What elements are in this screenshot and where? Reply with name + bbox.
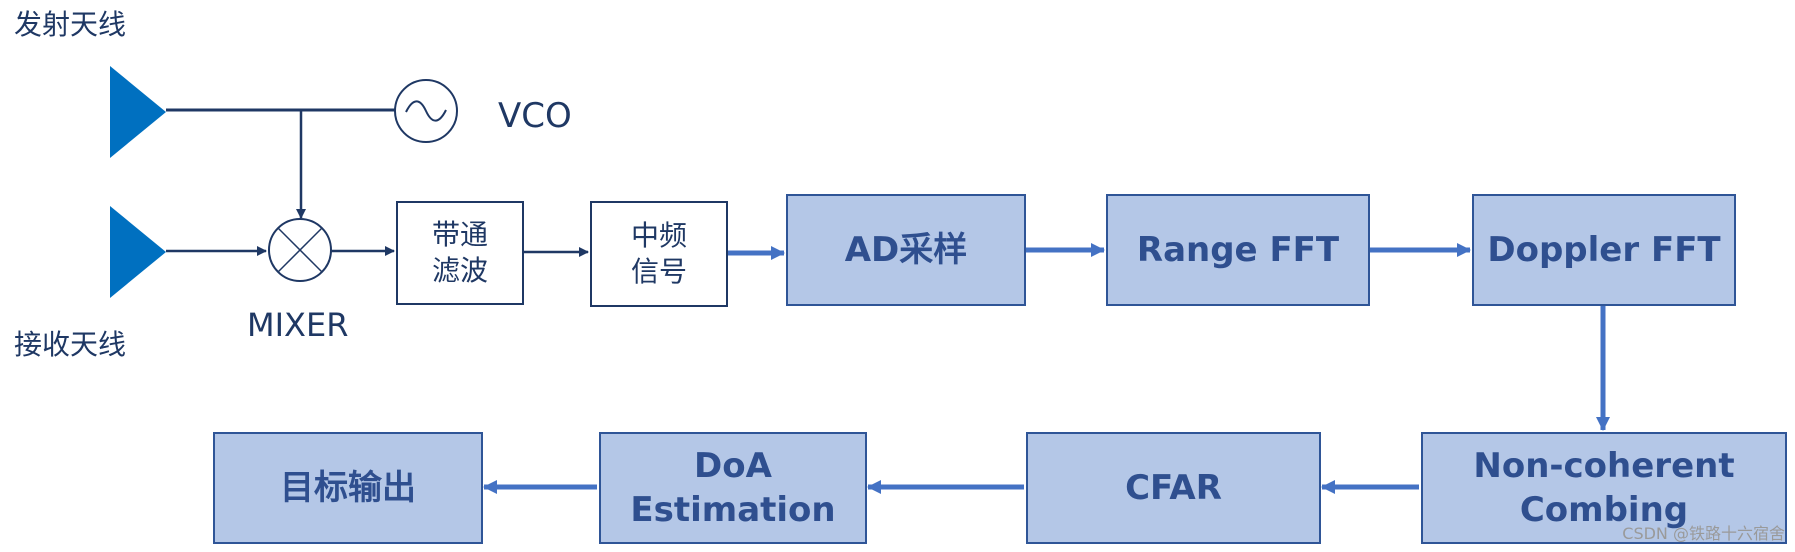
if-signal-line-1: 中频 (630, 219, 687, 252)
if-signal-block: 中频 信号 (590, 201, 728, 307)
doa-line-1: DoA (694, 446, 772, 486)
mixer-icon (268, 218, 332, 282)
ad-sampling-label: AD采样 (844, 230, 968, 270)
cfar-label: CFAR (1125, 468, 1222, 508)
mixer-label: MIXER (247, 306, 349, 344)
target-output-block: 目标输出 (213, 432, 483, 544)
doa-line-2: Estimation (630, 490, 836, 530)
vco-label: VCO (498, 96, 572, 136)
tx-antenna-icon (110, 66, 166, 158)
bandpass-line-2: 滤波 (431, 254, 488, 287)
doppler-fft-block: Doppler FFT (1472, 194, 1736, 306)
cfar-block: CFAR (1026, 432, 1321, 544)
watermark: CSDN @铁路十六宿舍 (1622, 524, 1785, 543)
ad-sampling-block: AD采样 (786, 194, 1026, 306)
if-signal-line-2: 信号 (630, 255, 687, 288)
range-fft-block: Range FFT (1106, 194, 1370, 306)
noncoherent-combining-block: Non-coherent Combing (1421, 432, 1787, 544)
rx-antenna-label: 接收天线 (14, 328, 127, 361)
noncoherent-line-2: Combing (1519, 490, 1689, 530)
noncoherent-line-1: Non-coherent (1473, 446, 1735, 486)
rx-antenna-icon (110, 206, 166, 298)
tx-antenna-label: 发射天线 (14, 8, 127, 41)
vco-icon (394, 79, 458, 143)
range-fft-label: Range FFT (1136, 230, 1340, 270)
target-output-label: 目标输出 (280, 468, 416, 508)
bandpass-filter-block: 带通 滤波 (396, 201, 524, 305)
doppler-fft-label: Doppler FFT (1487, 230, 1721, 270)
bandpass-line-1: 带通 (431, 218, 488, 251)
doa-estimation-block: DoA Estimation (599, 432, 867, 544)
